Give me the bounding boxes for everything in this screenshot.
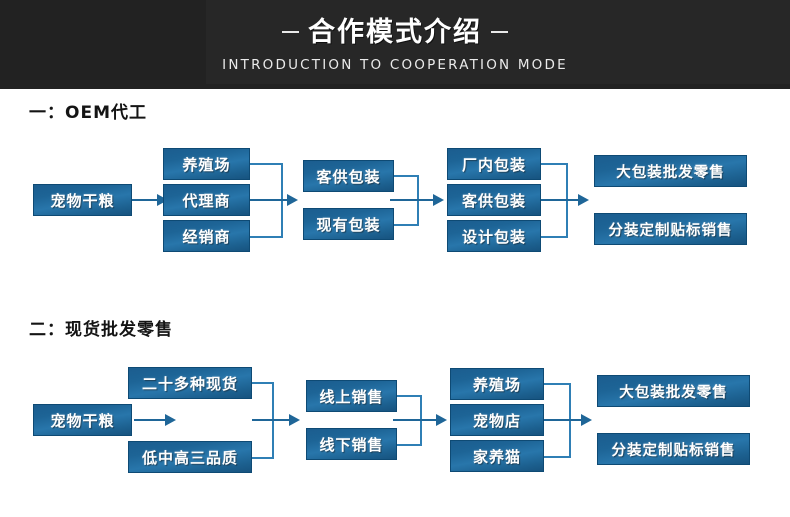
node-stage1-0: 宠物干粮 xyxy=(33,184,132,216)
connector-s3-top xyxy=(394,175,419,177)
connector2-s3-mid xyxy=(393,419,439,421)
arrow-s3-s4-icon xyxy=(433,194,444,206)
connector2-s4-bottom xyxy=(544,456,571,458)
arrow-s2-s3-icon xyxy=(287,194,298,206)
page-title: 合作模式介绍 xyxy=(308,16,482,48)
flow-diagram-wholesale: 宠物干粮 二十多种现货 低中高三品质 线上销售 线下销售 养殖场 宠物店 家养猫 xyxy=(0,353,790,493)
node2-stage3-1: 线下销售 xyxy=(306,428,397,460)
node-stage2-1: 代理商 xyxy=(163,184,250,216)
node2-stage3-0: 线上销售 xyxy=(306,380,397,412)
connector-s2-top xyxy=(250,163,283,165)
node-stage5-1: 分装定制贴标销售 xyxy=(594,213,747,245)
arrow2-s1-s2-icon xyxy=(165,414,176,426)
section-1-label: 一：OEM代工 xyxy=(29,103,147,123)
connector2-s3-top xyxy=(397,395,422,397)
arrow2-s4-s5-icon xyxy=(581,414,592,426)
connector-s4-top xyxy=(541,163,568,165)
connector2-s3-bottom xyxy=(397,444,422,446)
arrow-s4-s5-icon xyxy=(578,194,589,206)
connector2-s2-mid xyxy=(252,419,292,421)
node-stage2-0: 养殖场 xyxy=(163,148,250,180)
node-stage4-1: 客供包装 xyxy=(447,184,541,216)
page-subtitle: INTRODUCTION TO COOPERATION MODE xyxy=(222,56,568,73)
connector-s2-bottom xyxy=(250,236,283,238)
node-stage5-0: 大包装批发零售 xyxy=(594,155,747,187)
section-2-label: 二：现货批发零售 xyxy=(29,320,173,340)
connector-s4-bottom xyxy=(541,236,568,238)
page-header: 合作模式介绍 INTRODUCTION TO COOPERATION MODE xyxy=(0,0,790,89)
connector2-s2-top xyxy=(252,382,274,384)
flow-diagram-oem: 宠物干粮 养殖场 代理商 经销商 客供包装 现有包装 厂内包装 客供包装 设计包… xyxy=(0,133,790,273)
node2-stage1-0: 宠物干粮 xyxy=(33,404,132,436)
connector-s1-s2-line xyxy=(132,199,159,201)
node-stage2-2: 经销商 xyxy=(163,220,250,252)
node-stage4-0: 厂内包装 xyxy=(447,148,541,180)
connector2-s1-s2-line xyxy=(134,419,168,421)
node2-stage5-1: 分装定制贴标销售 xyxy=(597,433,750,465)
title-dash-right-icon xyxy=(491,31,508,33)
connector-s3-mid xyxy=(390,199,436,201)
connector-s3-bottom xyxy=(394,224,419,226)
arrow2-s3-s4-icon xyxy=(436,414,447,426)
connector2-s4-mid xyxy=(544,419,583,421)
node-stage4-2: 设计包装 xyxy=(447,220,541,252)
node2-stage5-0: 大包装批发零售 xyxy=(597,375,750,407)
arrow2-s2-s3-icon xyxy=(289,414,300,426)
node2-stage4-0: 养殖场 xyxy=(450,368,544,400)
arrow-s1-s2-icon xyxy=(157,194,168,206)
header-accent-band xyxy=(206,0,790,84)
node2-stage2-0: 二十多种现货 xyxy=(128,367,252,399)
connector-s4-mid xyxy=(541,199,580,201)
connector-s2-mid xyxy=(250,199,289,201)
connector2-s2-bottom xyxy=(252,457,274,459)
node-stage3-0: 客供包装 xyxy=(303,160,394,192)
node2-stage4-2: 家养猫 xyxy=(450,440,544,472)
node-stage3-1: 现有包装 xyxy=(303,208,394,240)
node2-stage2-1: 低中高三品质 xyxy=(128,441,252,473)
header-title-row: 合作模式介绍 xyxy=(282,19,508,46)
node2-stage4-1: 宠物店 xyxy=(450,404,544,436)
title-dash-left-icon xyxy=(282,31,299,33)
connector2-s4-top xyxy=(544,383,571,385)
